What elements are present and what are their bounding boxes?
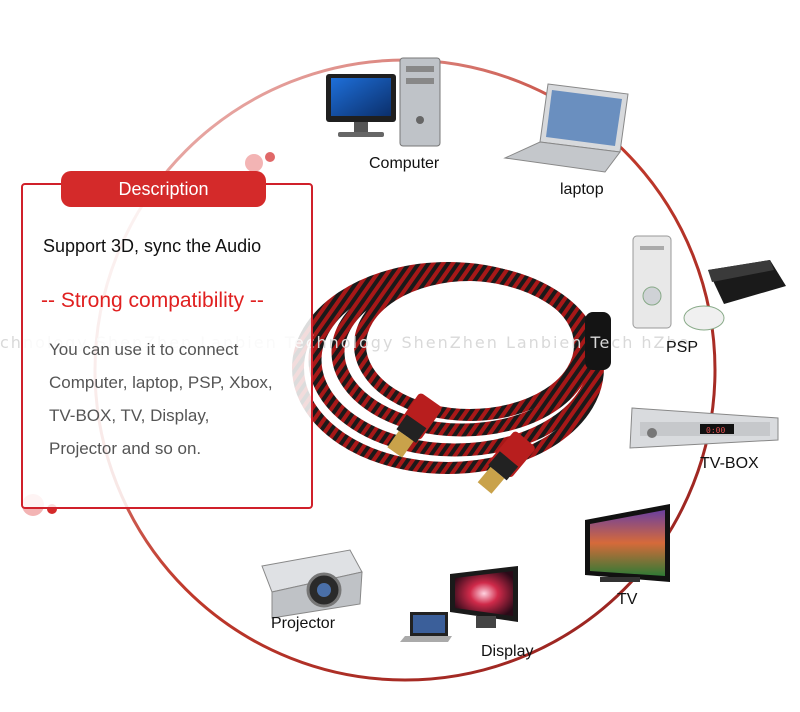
game-console-icon: [632, 235, 786, 331]
computer-icon: [326, 57, 441, 147]
label-projector: Projector: [271, 615, 336, 632]
body-line: TV-BOX, TV, Display,: [49, 406, 210, 425]
tv-icon: [585, 504, 670, 582]
description-panel: [21, 183, 313, 509]
label-display: Display: [481, 643, 534, 660]
feature-line: Support 3D, sync the Audio: [43, 236, 262, 256]
display-icon: [400, 566, 518, 642]
body-line: Projector and so on.: [49, 439, 202, 458]
laptop-icon: [503, 83, 629, 173]
label-tv-box: TV-BOX: [700, 455, 759, 472]
label-computer: Computer: [369, 155, 440, 172]
label-tv: TV: [617, 591, 638, 608]
body-line: You can use it to connect: [49, 340, 239, 359]
projector-icon: [261, 549, 363, 619]
description-tab: Description: [61, 171, 266, 207]
tv-box-display-readout: 0:00: [706, 426, 725, 435]
decor-dot: [245, 154, 263, 172]
tv-box-icon: [629, 407, 779, 449]
decor-dot: [265, 152, 275, 162]
label-laptop: laptop: [560, 181, 604, 198]
description-body: You can use it to connect Computer, lapt…: [49, 333, 309, 465]
body-line: Computer, laptop, PSP, Xbox,: [49, 373, 273, 392]
compatibility-headline: -- Strong compatibility --: [41, 289, 264, 312]
hdmi-cable-illustration: [292, 262, 611, 494]
label-psp: PSP: [666, 339, 699, 356]
